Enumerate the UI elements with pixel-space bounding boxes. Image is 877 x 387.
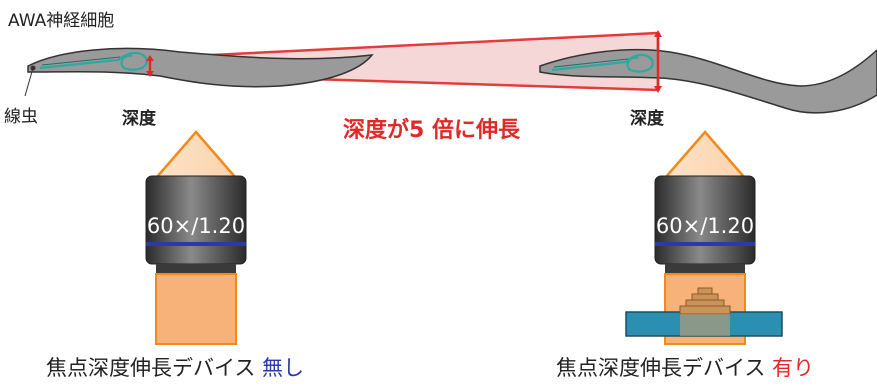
worm-left <box>27 47 374 88</box>
caption-right: 焦点深度伸長デバイス 有り <box>556 356 814 380</box>
caption-left-prefix: 焦点深度伸長デバイス <box>46 356 262 380</box>
light-beam-left <box>155 273 237 345</box>
light-cone-right <box>662 130 748 180</box>
light-cone-left <box>153 130 239 180</box>
caption-right-state: 有り <box>772 356 814 380</box>
worm-label: 線虫 <box>4 107 38 127</box>
depth-label-right: 深度 <box>630 108 665 129</box>
objective-marking-right: 60×/1.20 <box>656 214 754 238</box>
objective-marking-left: 60×/1.20 <box>147 214 245 238</box>
worm-right <box>539 48 877 114</box>
objective-left: 60×/1.20 <box>145 130 247 345</box>
caption-left-state: 無し <box>262 356 304 380</box>
neuron-left <box>39 51 148 71</box>
expansion-label: 深度が5 倍に伸長 <box>343 117 521 143</box>
depth-extension-device <box>625 287 783 337</box>
neuron-right <box>551 53 654 73</box>
caption-right-prefix: 焦点深度伸長デバイス <box>556 356 772 380</box>
caption-left: 焦点深度伸長デバイス 無し <box>46 356 304 380</box>
depth-label-left: 深度 <box>122 108 157 129</box>
neuron-label: AWA神経細胞 <box>8 11 114 31</box>
